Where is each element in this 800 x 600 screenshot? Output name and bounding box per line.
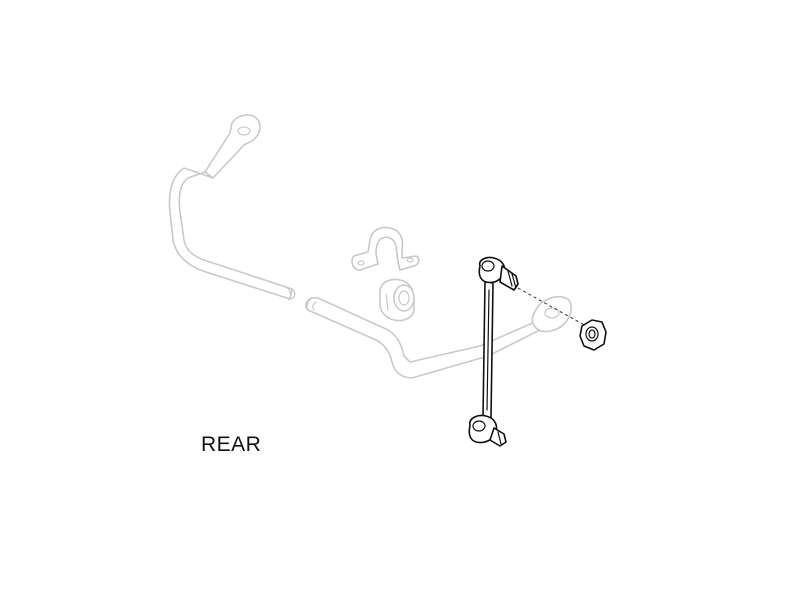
stabilizer-link [468, 256, 519, 447]
stabilizer-bushing [379, 278, 415, 322]
stabilizer-bar-right [305, 295, 572, 379]
rear-label: REAR [201, 433, 262, 456]
stabilizer-bar [168, 114, 296, 301]
stabilizer-bracket [351, 226, 420, 271]
hex-nut [579, 319, 607, 351]
alignment-line [517, 287, 587, 327]
